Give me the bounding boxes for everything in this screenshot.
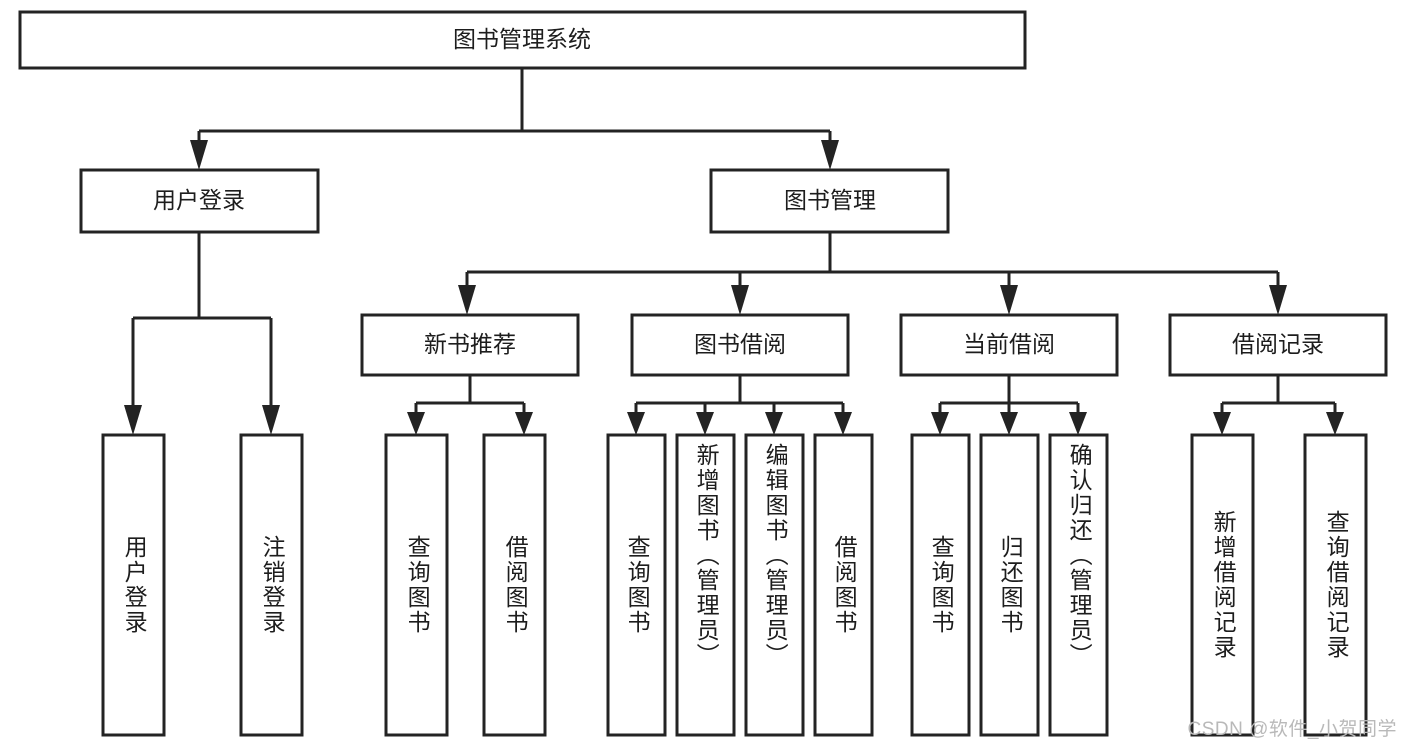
arrowhead-borrow-record-leaf-1 — [1326, 412, 1344, 435]
node-borrow-record-box[interactable] — [1168, 313, 1388, 377]
node-new-book-label: 新书推荐 — [424, 331, 516, 357]
node-root-label: 图书管理系统 — [453, 26, 591, 52]
node-user-login-label: 用户登录 — [153, 187, 245, 213]
node-current-borrow-label: 当前借阅 — [963, 331, 1055, 357]
leaf-user-login-1-box[interactable] — [239, 433, 304, 737]
arrowhead-user-login — [190, 140, 208, 170]
arrowhead-book-manage — [821, 140, 839, 170]
leaf-current-borrow-0-box[interactable] — [910, 433, 971, 737]
node-book-manage-box[interactable] — [709, 168, 950, 234]
arrowhead-new-book — [458, 285, 476, 315]
leaf-new-book-0-box[interactable] — [384, 433, 449, 737]
leaf-current-borrow-1-box[interactable] — [979, 433, 1040, 737]
node-borrow-record-label: 借阅记录 — [1232, 331, 1324, 357]
node-new-book-box[interactable] — [360, 313, 580, 377]
leaf-borrow-record-0-box[interactable] — [1190, 433, 1255, 737]
node-current-borrow-box[interactable] — [899, 313, 1119, 377]
arrowhead-book-borrow — [731, 285, 749, 315]
arrowhead-current-borrow-leaf-1 — [1000, 412, 1018, 435]
leaf-book-borrow-2-box[interactable] — [744, 433, 805, 737]
node-root-box[interactable] — [18, 10, 1027, 70]
leaf-book-borrow-3-box[interactable] — [813, 433, 874, 737]
leaf-book-borrow-0-box[interactable] — [606, 433, 667, 737]
node-book-borrow-label: 图书借阅 — [694, 331, 786, 357]
node-book-borrow-box[interactable] — [630, 313, 850, 377]
leaf-new-book-1-box[interactable] — [482, 433, 547, 737]
arrowhead-book-borrow-leaf-1 — [696, 412, 714, 435]
leaf-borrow-record-1-box[interactable] — [1303, 433, 1368, 737]
node-user-login-box[interactable] — [79, 168, 320, 234]
arrowhead-user-login-leaf-0 — [124, 405, 142, 435]
arrowhead-current-borrow-leaf-2 — [1069, 412, 1087, 435]
node-group: 图书管理系统 用户登录 图书管理 新书推荐 图书借阅 当前借阅 借阅记录 — [18, 10, 1388, 737]
connector-group — [131, 68, 1337, 412]
arrowhead-current-borrow — [1000, 285, 1018, 315]
arrowhead-book-borrow-leaf-2 — [765, 412, 783, 435]
leaf-user-login-0-box[interactable] — [101, 433, 166, 737]
arrowhead-book-borrow-leaf-3 — [834, 412, 852, 435]
arrowhead-user-login-leaf-1 — [262, 405, 280, 435]
arrowhead-current-borrow-leaf-0 — [931, 412, 949, 435]
arrowhead-borrow-record — [1269, 285, 1287, 315]
arrowhead-group — [124, 140, 1344, 435]
watermark-text: CSDN @软件_小贺同学 — [1187, 719, 1397, 740]
leaf-current-borrow-2-box[interactable] — [1048, 433, 1109, 737]
arrowhead-book-borrow-leaf-0 — [627, 412, 645, 435]
node-book-manage-label: 图书管理 — [784, 187, 876, 213]
arrowhead-new-book-leaf-0 — [407, 412, 425, 435]
arrowhead-new-book-leaf-1 — [515, 412, 533, 435]
arrowhead-borrow-record-leaf-0 — [1213, 412, 1231, 435]
leaf-book-borrow-1-box[interactable] — [675, 433, 736, 737]
